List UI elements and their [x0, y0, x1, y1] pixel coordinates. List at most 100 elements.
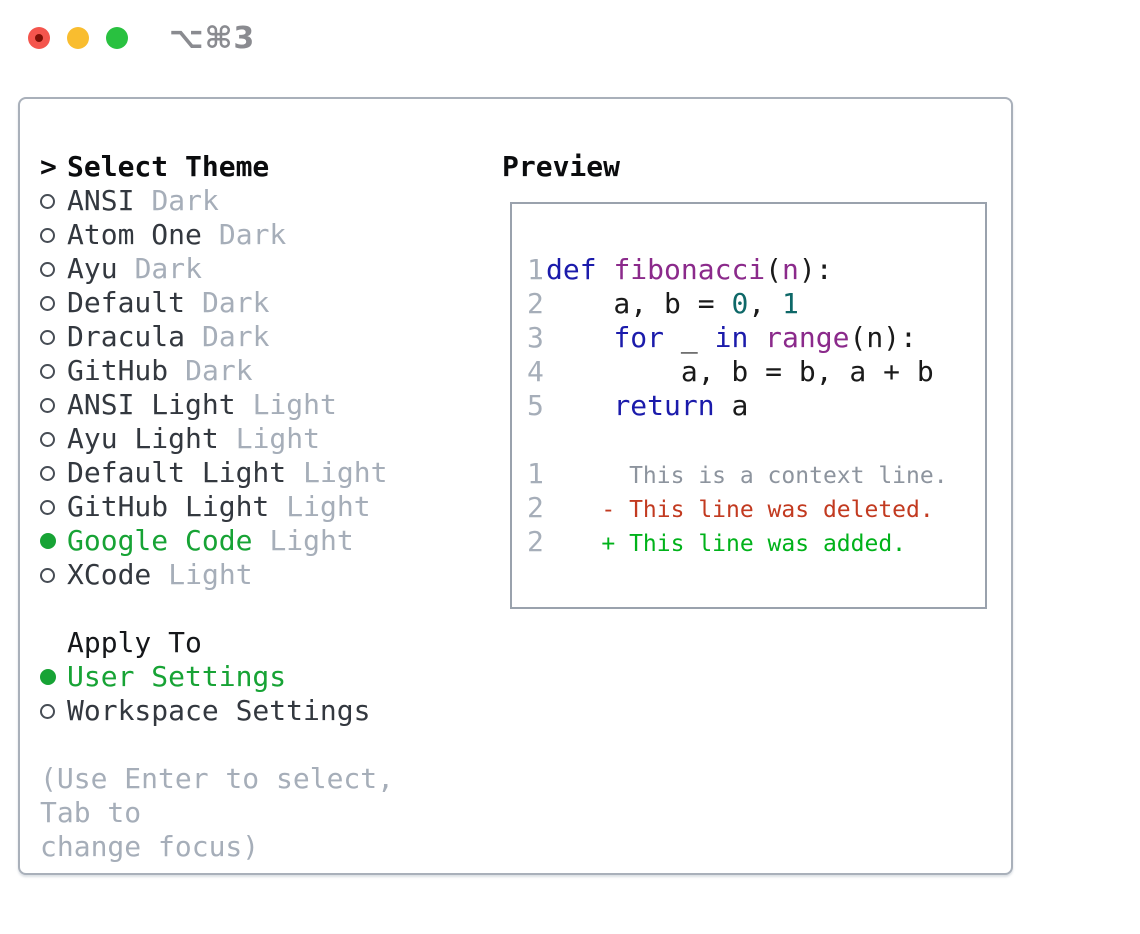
close-button-icon[interactable]: [28, 27, 50, 49]
line-number: 4: [527, 355, 544, 388]
code-segment-lit: 1: [782, 287, 799, 320]
window-titlebar: ⌥⌘3: [28, 21, 255, 56]
radio-slot: [40, 567, 67, 583]
option-label: GitHub Light: [67, 490, 270, 523]
code-line-content: + This line was added.: [546, 531, 906, 557]
zoom-button-icon[interactable]: [106, 27, 128, 49]
prompt-icon: >: [40, 150, 57, 183]
theme-variant-tag: Dark: [134, 252, 203, 285]
option-label: Default Light: [67, 456, 287, 489]
code-segment-kw: return: [613, 389, 715, 422]
line-number: 1: [527, 253, 544, 286]
radio-unselected-icon: [40, 329, 55, 345]
keyboard-hint-text: (Use Enter to select, Tab to change focu…: [40, 762, 395, 863]
radio-slot: [40, 669, 67, 685]
code-line: 4 a, b = b, a + b: [527, 355, 985, 389]
radio-unselected-icon: [40, 193, 55, 209]
radio-slot: [40, 227, 67, 243]
radio-unselected-icon: [40, 295, 55, 311]
radio-slot: [40, 465, 67, 481]
theme-variant-tag: Dark: [185, 354, 253, 387]
radio-unselected-icon: [40, 363, 55, 379]
option-label: Google Code: [67, 524, 253, 557]
radio-slot: [40, 193, 67, 209]
code-segment-fn: range: [765, 321, 850, 354]
code-line: 2 + This line was added.: [527, 525, 985, 559]
code-line: 1 This is a context line.: [527, 457, 985, 491]
theme-variant-tag: Light: [269, 524, 354, 557]
theme-variant-tag: Light: [303, 456, 388, 489]
code-segment-kw: for: [613, 321, 665, 354]
spacer: [40, 592, 480, 626]
theme-variant-tag: Light: [168, 558, 253, 591]
theme-option[interactable]: XCode Light: [40, 558, 480, 592]
option-label: XCode: [67, 558, 152, 591]
code-line-content: a, b = b, a + b: [546, 355, 934, 388]
radio-slot: [40, 431, 67, 447]
code-line-content: for _ in range(n):: [546, 321, 917, 354]
line-number: 3: [527, 321, 544, 354]
code-segment-pl: [546, 321, 613, 354]
option-label: Ayu: [67, 252, 118, 285]
minimize-button-icon[interactable]: [67, 27, 89, 49]
code-segment-fn: n: [782, 253, 799, 286]
line-number: 2: [527, 491, 544, 524]
radio-unselected-icon: [40, 465, 55, 481]
code-line-content: - This line was deleted.: [546, 497, 934, 523]
theme-variant-tag: Light: [252, 388, 337, 421]
radio-slot: [40, 295, 67, 311]
radio-slot: [40, 533, 67, 549]
option-label: Dracula: [67, 320, 186, 353]
code-line: 5 return a: [527, 389, 985, 423]
code-segment-pl: a: [714, 389, 749, 422]
radio-unselected-icon: [40, 397, 55, 413]
spacer: [40, 728, 480, 762]
line-number: 1: [527, 457, 544, 490]
radio-slot: [40, 703, 67, 719]
theme-variant-tag: Dark: [202, 286, 270, 319]
code-segment-del: - This line was deleted.: [546, 497, 934, 523]
apply-to-option[interactable]: Workspace Settings: [40, 694, 480, 728]
theme-option[interactable]: Atom One Dark: [40, 218, 480, 252]
code-line: 2 a, b = 0, 1: [527, 287, 985, 321]
code-line-content: This is a context line.: [546, 463, 948, 489]
code-segment-add: + This line was added.: [546, 531, 907, 557]
code-segment-pl: (n):: [849, 321, 917, 354]
theme-option[interactable]: Google Code Light: [40, 524, 480, 558]
code-segment-pl: _: [664, 321, 715, 354]
code-segment-kw: in: [714, 321, 749, 354]
theme-variant-tag: Dark: [218, 218, 287, 251]
code-line-content: def fibonacci(n):: [546, 253, 833, 286]
theme-option[interactable]: GitHub Dark: [40, 354, 480, 388]
radio-slot: [40, 329, 67, 345]
theme-variant-tag: Light: [235, 422, 321, 455]
radio-selected-icon: [40, 669, 56, 685]
code-segment-fn: fibonacci: [613, 253, 766, 286]
theme-option[interactable]: Dracula Dark: [40, 320, 480, 354]
code-line: 3 for _ in range(n):: [527, 321, 985, 355]
code-segment-pl: ,: [748, 287, 783, 320]
code-segment-pl: a, b = b, a + b: [546, 355, 934, 388]
apply-to-option[interactable]: User Settings: [40, 660, 480, 694]
apply-to-title: Apply To: [67, 626, 202, 659]
code-segment-kw: def: [546, 253, 614, 286]
theme-option[interactable]: Ayu Dark: [40, 252, 480, 286]
option-label: GitHub: [67, 354, 169, 387]
theme-variant-tag: Dark: [202, 320, 270, 353]
theme-option[interactable]: Default Light Light: [40, 456, 480, 490]
radio-unselected-icon: [40, 499, 55, 515]
option-label: Atom One: [67, 218, 202, 251]
line-number: 2: [527, 525, 544, 558]
option-label: Workspace Settings: [67, 694, 371, 727]
select-theme-title: Select Theme: [67, 150, 270, 183]
